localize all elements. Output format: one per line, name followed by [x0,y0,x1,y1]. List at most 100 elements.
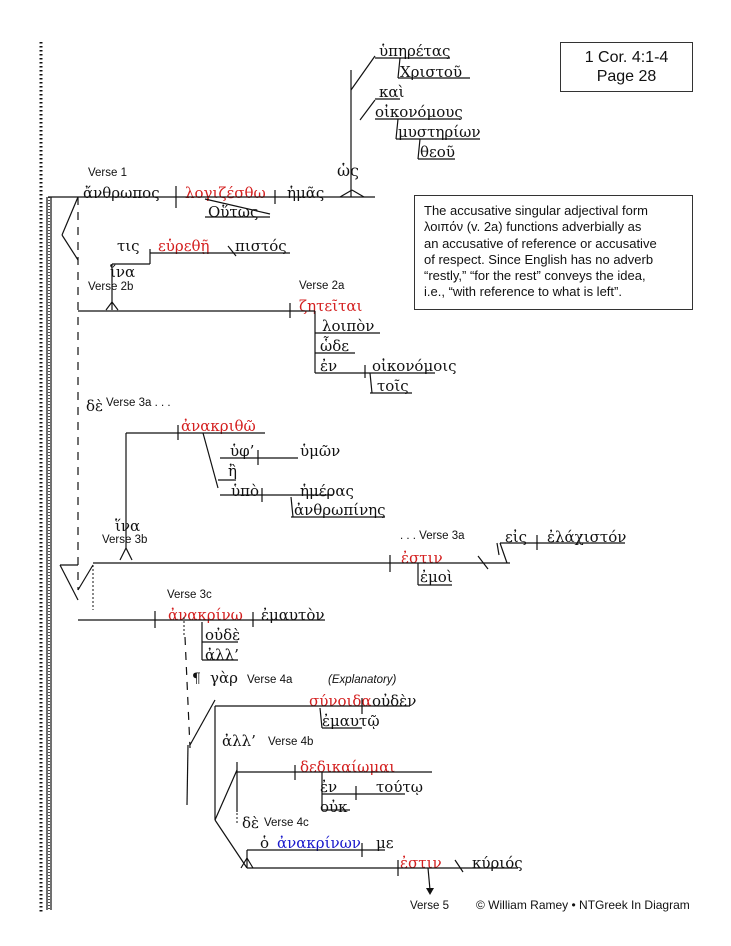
verse-label: Verse 2b [88,281,133,293]
greek-word: δεδικαίωμαι [300,758,395,776]
greek-word: πιστός [235,237,287,255]
fork [186,744,189,806]
verse-label: Verse 4c [264,817,309,829]
greek-word: ὑπηρέτας [379,42,450,60]
fork [59,564,79,601]
slant [202,432,219,489]
fork [61,196,79,236]
verse-label: Verse 1 [88,167,127,179]
greek-word: ἄνθρωπος [83,184,160,202]
greek-word: οὐδὲν [372,692,416,710]
greek-word: ἐμαυτὸν [261,606,325,624]
slash [477,555,489,570]
fork [214,769,238,821]
greek-word: ἡμέρας [300,482,354,500]
greek-word: οὐδὲ [205,626,240,644]
greek-word: ὑπὸ [231,482,259,500]
stem-dashed [184,636,191,749]
tick [417,138,421,160]
caret [240,857,248,869]
caret [496,542,500,556]
greek-word: τοῖς [377,377,409,395]
greek-word: οἰκονόμους [375,103,463,121]
caret [105,301,113,311]
note-line: λοιπόν (v. 2a) functions adverbially as [424,219,642,235]
verse-label: Verse 3a . . . [106,397,171,409]
greek-word: θεοῦ [420,143,455,161]
tick [369,372,373,394]
verse-label: Verse 4b [268,736,313,748]
caret [339,189,353,198]
note-box: The accusative singular adjectival form … [414,195,693,310]
verse-label: Verse 3c [167,589,212,601]
greek-word: ἀνακρίνων [277,834,361,852]
branch [350,55,376,91]
greek-word: με [376,834,394,852]
caret [351,189,365,198]
greek-word: δὲ [242,814,259,832]
reference-line-2: Page 28 [596,68,657,85]
greek-word: ἀλλ’ [222,732,256,750]
greek-word: τούτῳ [376,778,423,796]
note-line: “restly,” “for the rest” conveys the ide… [424,268,646,284]
greek-word: εἰς [505,528,527,546]
verse-label: Verse 5 [410,900,449,912]
greek-word: οἰκονόμοις [372,357,457,375]
tick [397,57,401,79]
greek-word: ¶ [192,671,201,687]
tick [319,707,323,729]
caret [111,301,119,311]
fork [61,234,79,261]
greek-word: ἐστιν [400,854,442,872]
note-line: The accusative singular adjectival form [424,203,648,218]
fork [77,564,94,591]
adverb-slant [204,198,271,215]
note-line: an accusative of reference or accusative [424,235,657,251]
greek-word: ἵνα [115,517,140,535]
greek-word: ἐμοὶ [420,568,453,586]
greek-word: Χριστοῦ [400,63,462,81]
tick [395,118,399,140]
verse-label: . . . Verse 3a [400,530,465,542]
greek-word: γὰρ [210,669,238,687]
greek-word: ὧδε [320,336,349,355]
greek-word: ἐλάχιστόν [547,528,626,546]
greek-word: ἵνα [110,263,135,281]
greek-word: ἀνθρωπίνης [294,501,386,519]
greek-word: λοιπὸν [322,317,374,335]
tick [290,496,294,518]
greek-word: ζητεῖται [299,297,362,315]
verse-label: Verse 3b [102,534,147,546]
caret [499,542,508,564]
greek-word: ἢ [228,462,237,480]
dash [359,99,376,121]
greek-word: ἐστιν [401,549,443,567]
slash [454,859,464,873]
greek-word: ἀνακρίνω [168,606,243,624]
greek-word: τις [117,237,140,255]
verse-label: (Explanatory) [328,674,397,686]
greek-word: ἀλλ’ [205,646,239,664]
greek-word: ὑφ’ [230,442,254,460]
greek-word: μυστηρίων [398,123,480,141]
footer-credit: © William Ramey • NTGreek In Diagram [476,898,690,912]
caret [119,547,127,561]
verse-label: Verse 2a [299,280,345,292]
slash [227,245,237,257]
fork [189,699,216,746]
arrow-stem [427,867,431,891]
greek-word: ἐν [320,778,337,796]
greek-word: ἀνακριθῶ [181,417,256,435]
greek-word: ὡς [337,161,359,180]
greek-word: ὁ [260,834,269,852]
greek-word: εὑρεθῇ [158,237,210,255]
verse-label: Verse 4a [247,674,293,686]
greek-word: καὶ [379,83,405,101]
greek-word: οὐκ [320,798,348,816]
greek-word: λογιζέσθω [185,184,266,202]
caret [246,857,254,869]
caret [125,547,133,561]
note-line: i.e., “with reference to what is left”. [424,284,622,300]
greek-word: ὑμῶν [300,442,340,460]
